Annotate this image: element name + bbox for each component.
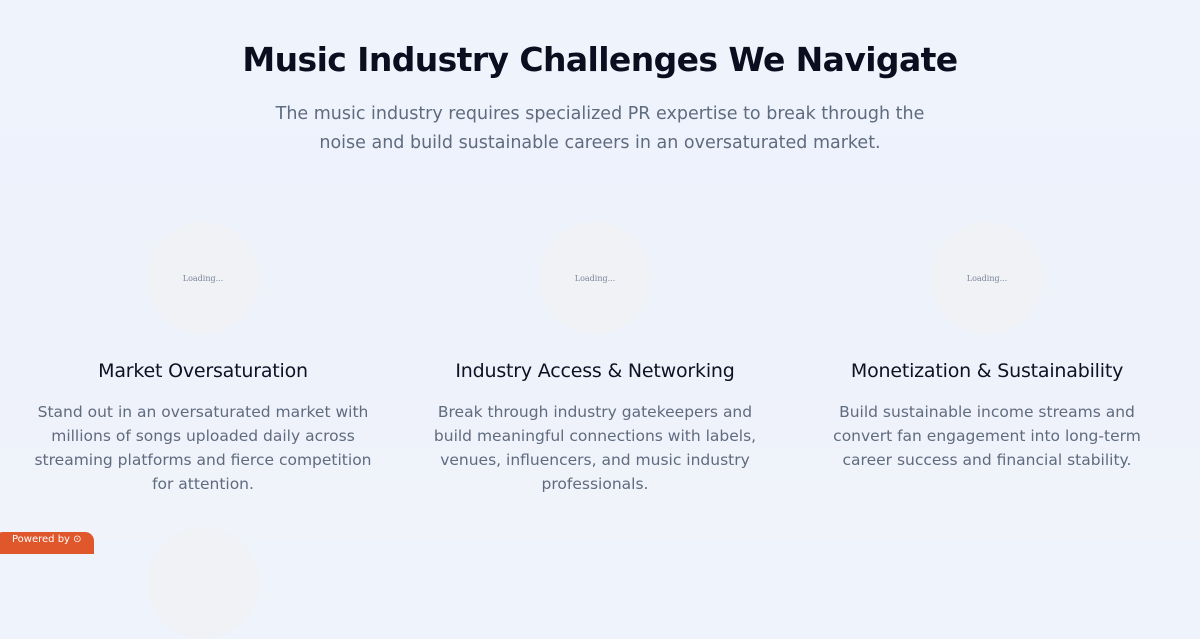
section-title: Music Industry Challenges We Navigate: [242, 40, 958, 79]
card-image-placeholder-next-row: [147, 527, 259, 639]
powered-by-badge[interactable]: Powered by ⊙: [0, 532, 94, 554]
card-title: Monetization & Sustainability: [850, 360, 1124, 382]
loading-text: Loading...: [182, 273, 224, 283]
loading-text: Loading...: [966, 273, 1008, 283]
card-description: Break through industry gatekeepers and b…: [433, 403, 757, 493]
card-title: Market Oversaturation: [98, 360, 308, 382]
card-image-placeholder: Loading...: [539, 222, 651, 334]
loading-text: Loading...: [574, 273, 616, 283]
challenge-card-market-oversaturation: Loading... Market Oversaturation Stand o…: [23, 220, 383, 496]
card-title: Industry Access & Networking: [455, 360, 735, 382]
challenge-card-monetization: Loading... Monetization & Sustainability…: [807, 220, 1167, 472]
card-image-placeholder: Loading...: [931, 222, 1043, 334]
card-description: Build sustainable income streams and con…: [833, 403, 1141, 469]
challenge-card-industry-access: Loading... Industry Access & Networking …: [415, 220, 775, 496]
section-subtitle: The music industry requires specialized …: [275, 104, 925, 153]
card-image-placeholder: Loading...: [147, 222, 259, 334]
card-description: Stand out in an oversaturated market wit…: [34, 403, 372, 493]
